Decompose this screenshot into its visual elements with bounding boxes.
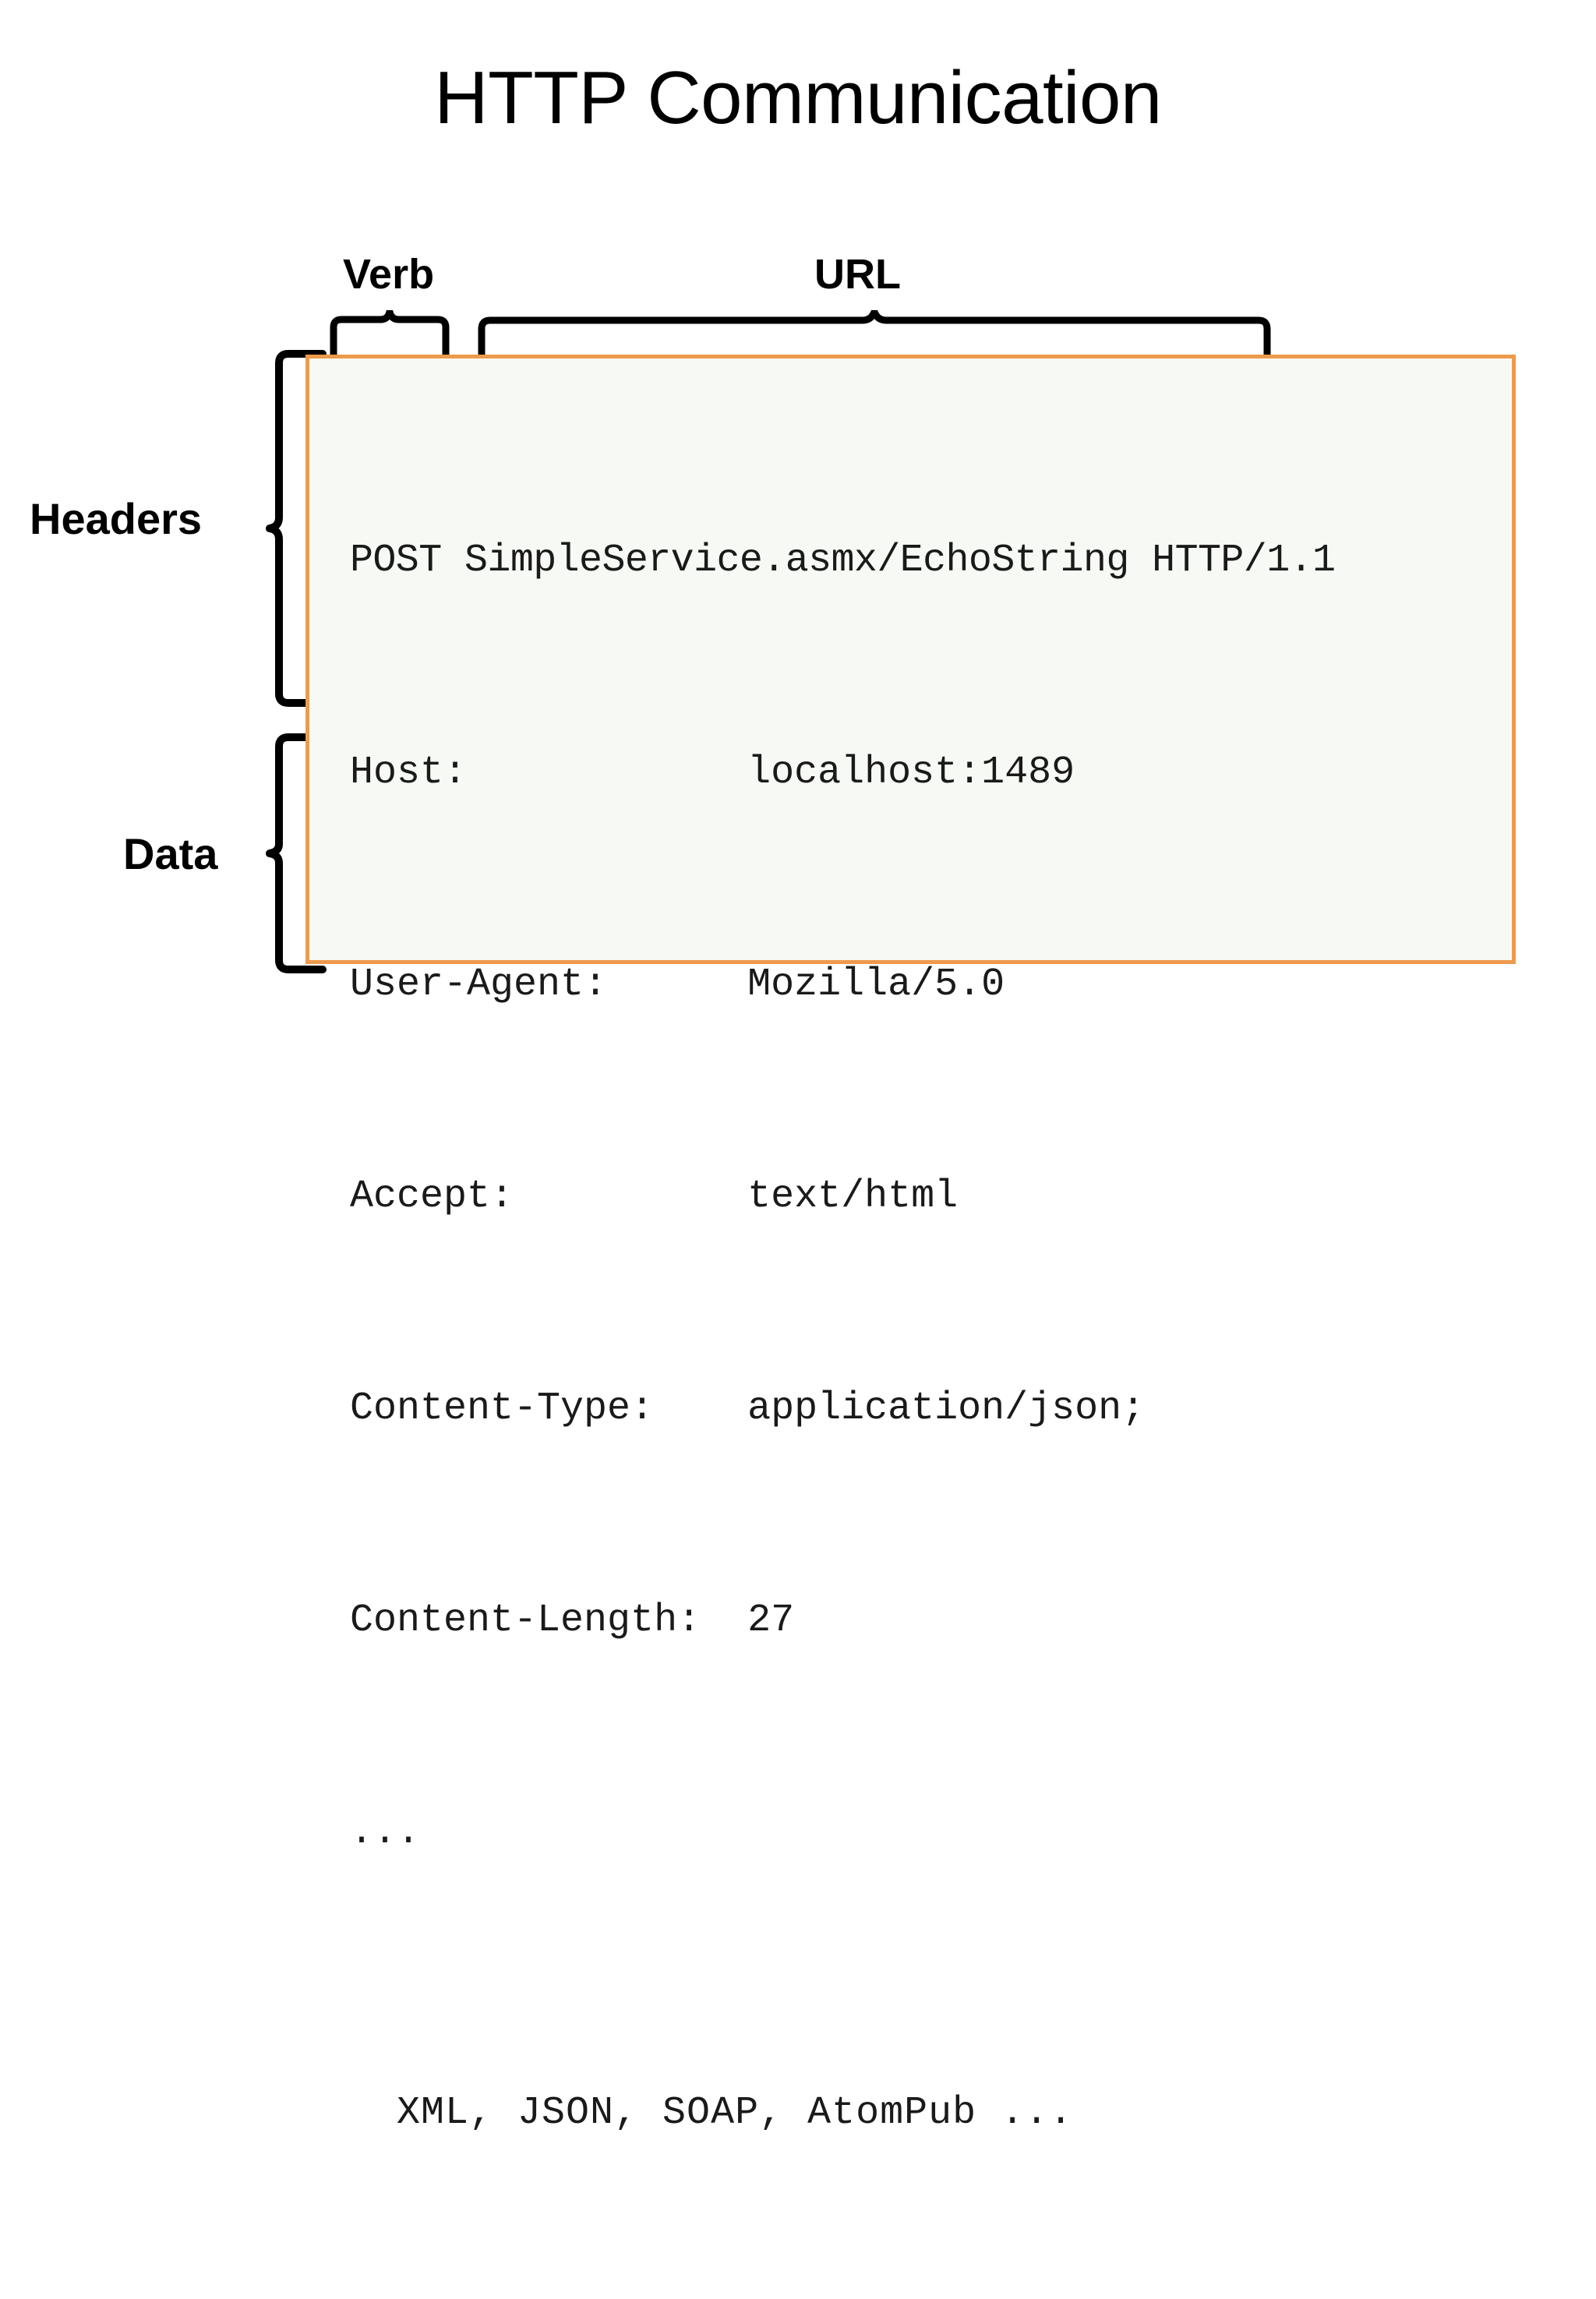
header-row: User-Agent: Mozilla/5.0 — [350, 959, 1512, 1012]
header-name: Host: — [350, 750, 468, 795]
http-request-text: POST SimpleService.asmx/EchoString HTTP/… — [309, 358, 1512, 2135]
callout-label-data: Data — [123, 829, 218, 878]
header-row: Content-Type: application/json; — [350, 1383, 1512, 1436]
header-name: Content-Type: — [350, 1386, 655, 1431]
header-name: Content-Length: — [350, 1598, 701, 1643]
header-row: Host: localhost:1489 — [350, 747, 1512, 800]
header-name: Accept: — [350, 1174, 514, 1219]
page-title: HTTP Communication — [434, 56, 1162, 139]
data-payload-line: XML, JSON, SOAP, AtomPub ... — [397, 2091, 1074, 2135]
callout-label-headers: Headers — [30, 494, 203, 543]
request-line: POST SimpleService.asmx/EchoString HTTP/… — [350, 539, 1336, 583]
slide-canvas: HTTP Communication Verb URL Headers Data… — [30, 56, 1516, 2135]
http-request-box: POST SimpleService.asmx/EchoString HTTP/… — [305, 355, 1516, 2135]
header-value: 27 — [747, 1598, 795, 1643]
headers-continuation: ... — [350, 1810, 421, 1855]
callout-label-verb: Verb — [343, 251, 435, 298]
header-row: Content-Length: 27 — [350, 1594, 1512, 1647]
callout-label-url: URL — [814, 251, 901, 298]
header-value: localhost:1489 — [747, 750, 1075, 795]
header-value: application/json; — [747, 1386, 1146, 1431]
header-value: Mozilla/5.0 — [747, 962, 1005, 1007]
header-name: User-Agent: — [350, 962, 608, 1007]
header-row: Accept:text/html — [350, 1171, 1512, 1224]
